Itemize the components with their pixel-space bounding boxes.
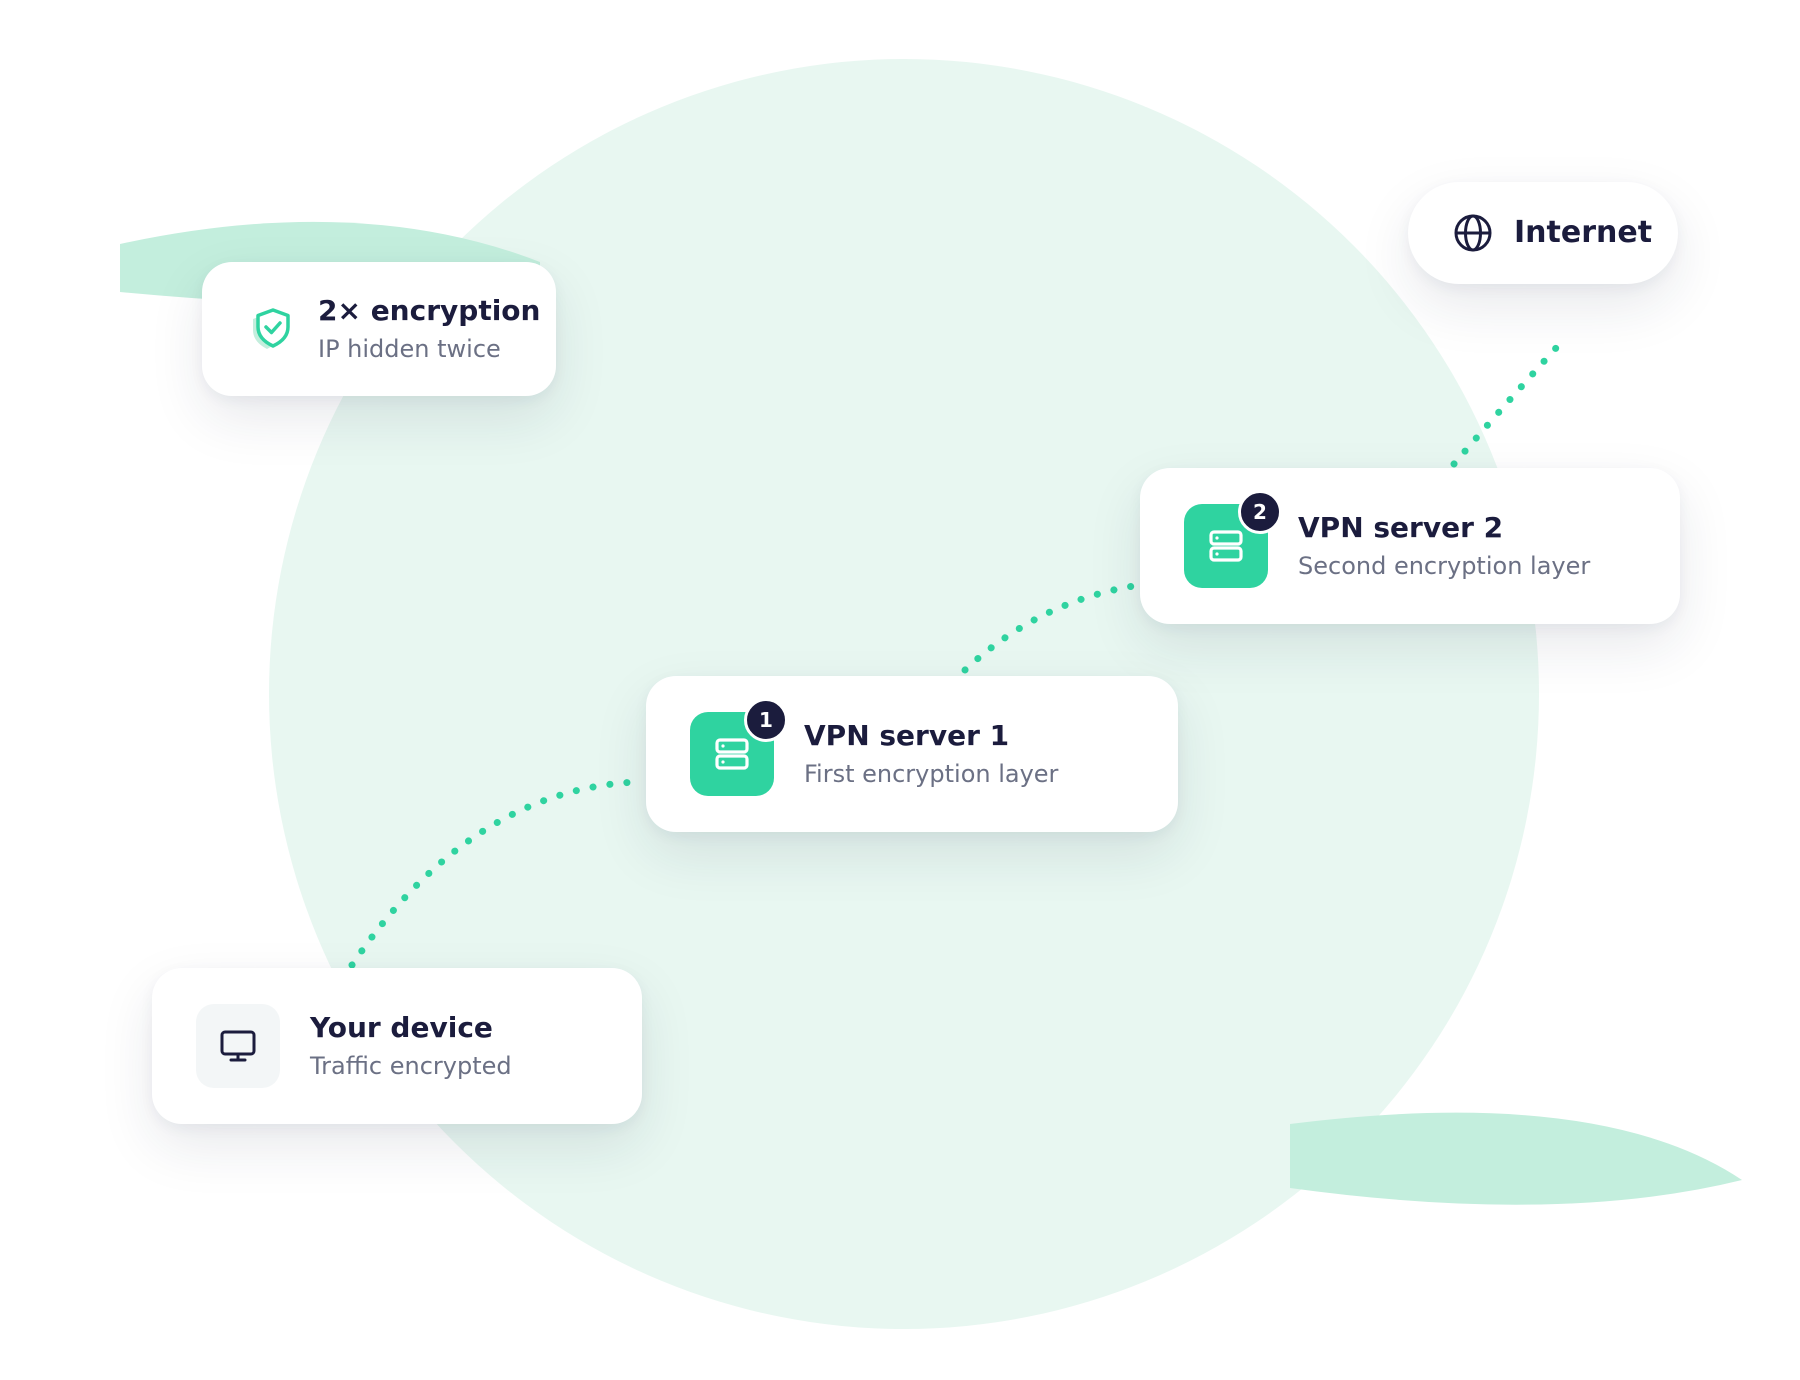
- vpn-server-2-card: 2 VPN server 2 Second encryption layer: [1140, 468, 1680, 624]
- server-2-number-badge: 2: [1238, 490, 1282, 534]
- shield-check-icon: [246, 304, 296, 354]
- globe-icon: [1452, 212, 1494, 254]
- device-title: Your device: [310, 1011, 493, 1044]
- server-2-subtitle: Second encryption layer: [1298, 552, 1591, 580]
- internet-label: Internet: [1514, 215, 1653, 250]
- vpn-server-1-card: 1 VPN server 1 First encryption layer: [646, 676, 1178, 832]
- server-2-title: VPN server 2: [1298, 511, 1504, 544]
- connection-server1-to-server2: [961, 581, 1144, 674]
- encryption-title: 2× encryption: [318, 294, 541, 327]
- server-1-title: VPN server 1: [804, 719, 1010, 752]
- server-1-subtitle: First encryption layer: [804, 760, 1059, 788]
- server-icon: [1206, 526, 1246, 566]
- internet-pill: Internet: [1408, 182, 1678, 284]
- encryption-subtitle: IP hidden twice: [318, 335, 501, 363]
- monitor-icon: [217, 1025, 259, 1067]
- server-2-icon-box: 2: [1184, 490, 1282, 588]
- device-icon-box: [196, 1004, 280, 1088]
- decorative-leaf-bottom-right: [1290, 1112, 1742, 1205]
- connection-server2-to-internet: [1450, 344, 1560, 468]
- server-icon: [712, 734, 752, 774]
- device-subtitle: Traffic encrypted: [310, 1052, 512, 1080]
- server-1-number-badge: 1: [744, 698, 788, 742]
- connection-device-to-server1: [348, 778, 640, 969]
- server-1-icon-box: 1: [690, 698, 788, 796]
- encryption-card: 2× encryption IP hidden twice: [202, 262, 556, 396]
- your-device-card: Your device Traffic encrypted: [152, 968, 642, 1124]
